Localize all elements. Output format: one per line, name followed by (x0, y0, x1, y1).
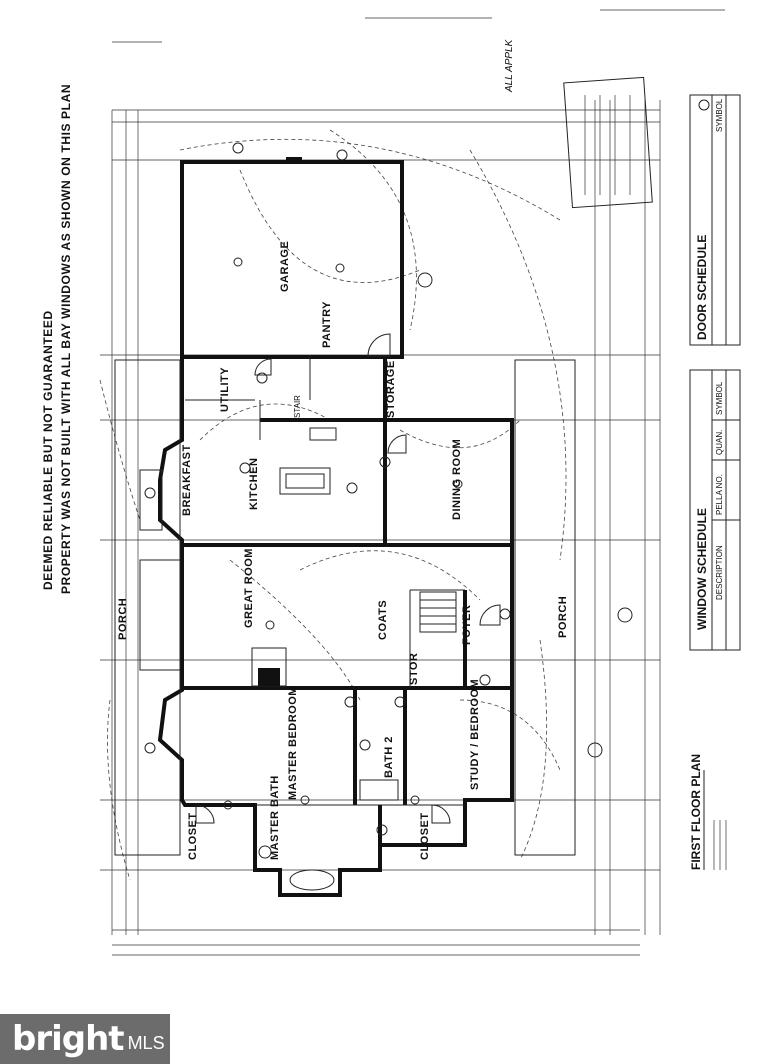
handwritten-note: ALL APPLK (504, 38, 515, 93)
kitchen-island (279, 427, 337, 495)
room-label-storage: STORAGE (385, 360, 397, 418)
plan-title: FIRST FLOOR PLAN (689, 754, 703, 870)
electrical-circuits (99, 129, 567, 881)
room-label-utility: UTILITY (219, 367, 231, 412)
fireplace (251, 647, 287, 687)
room-label-closet-left: CLOSET (187, 812, 199, 860)
room-label-pantry: PANTRY (321, 301, 333, 348)
fixture-symbols (144, 142, 633, 810)
room-label-closet-right: CLOSET (419, 812, 431, 860)
plan-title-block: FIRST FLOOR PLAN (689, 754, 727, 870)
bright-mls-watermark: bright MLS (0, 1014, 170, 1064)
room-label-breakfast: BREAKFAST (181, 444, 193, 516)
house-walls (157, 355, 514, 897)
floor-plan-drawing: DEEMED RELIABLE BUT NOT GUARANTEED PROPE… (41, 9, 741, 956)
room-label-great: GREAT ROOM (243, 548, 255, 628)
room-label-bath2: BATH 2 (383, 736, 395, 778)
disclaimer-line-2: PROPERTY WAS NOT BUILT WITH ALL BAY WIND… (59, 84, 73, 594)
disclaimer-line-1: DEEMED RELIABLE BUT NOT GUARANTEED (41, 310, 55, 590)
approval-stamp (563, 76, 653, 209)
door-schedule-symbol: SYMBOL (715, 98, 724, 132)
window-schedule-quan: QUAN. (715, 430, 724, 455)
door-schedule-title: DOOR SCHEDULE (695, 235, 709, 340)
brand-suffix: MLS (127, 1032, 165, 1053)
room-label-study: STUDY / BEDROOM (469, 679, 481, 790)
room-label-kitchen: KITCHEN (248, 458, 260, 510)
foyer-stair (419, 591, 457, 633)
porches (114, 359, 576, 856)
brand-word: bright (12, 1019, 125, 1059)
door-schedule: DOOR SCHEDULE SYMBOL (689, 94, 741, 346)
room-label-master-bath: MASTER BATH (269, 775, 281, 860)
bath-fixtures (258, 739, 399, 891)
room-label-coats: COATS (377, 600, 389, 640)
window-schedule-pella: PELLA NO. (715, 474, 724, 515)
room-label-dining: DINING ROOM (451, 439, 463, 520)
room-label-foyer: FOYER (461, 605, 473, 645)
room-label-porch-right: PORCH (557, 596, 569, 638)
window-schedule-description: DESCRIPTION (715, 545, 724, 600)
window-schedule: WINDOW SCHEDULE SYMBOL QUAN. PELLA NO. D… (689, 369, 741, 651)
garage-walls (180, 157, 404, 359)
room-label-porch-left: PORCH (117, 598, 129, 640)
room-label-stor: STOR (408, 653, 420, 685)
window-schedule-title: WINDOW SCHEDULE (695, 508, 709, 630)
window-schedule-symbol: SYMBOL (715, 381, 724, 415)
room-label-garage: GARAGE (279, 241, 291, 292)
door-swings (195, 333, 501, 824)
room-label-stair: STAIR (293, 395, 302, 418)
room-label-master-bedroom: MASTER BEDROOM (287, 686, 299, 800)
